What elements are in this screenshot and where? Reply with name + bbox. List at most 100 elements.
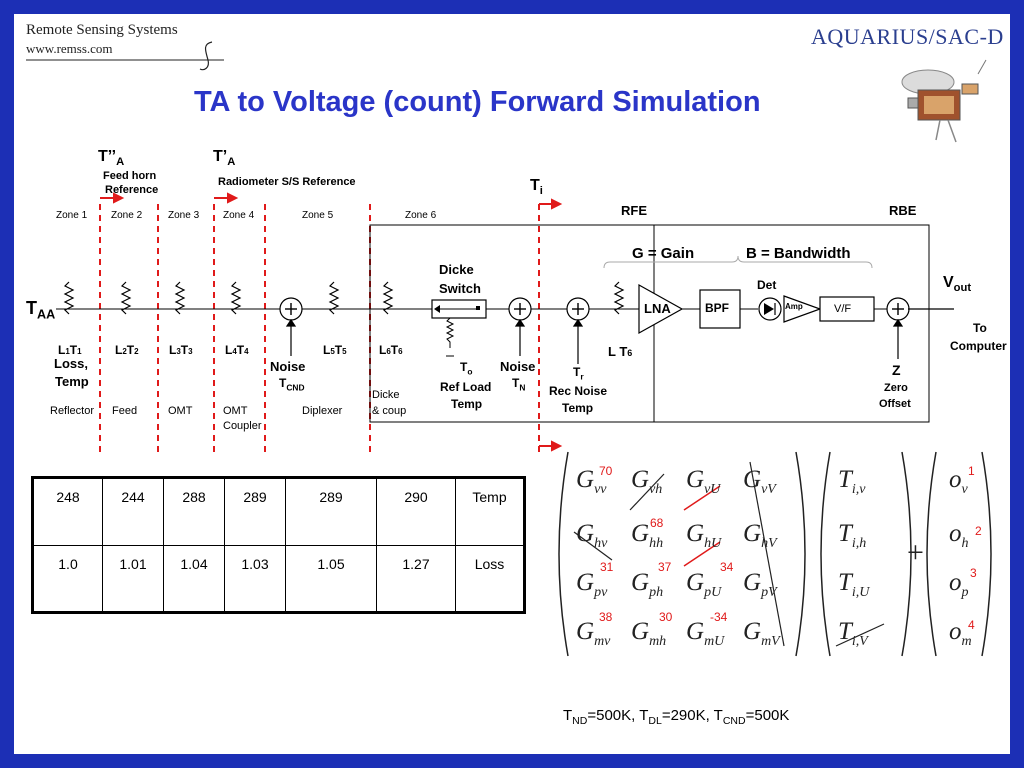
zone-6-label: Zone 6 — [405, 210, 437, 221]
ta2-label: T’’ — [98, 148, 117, 165]
red-index: 2 — [975, 524, 982, 538]
red-value: 34 — [720, 560, 734, 574]
to-sub: o — [467, 366, 473, 377]
to-computer-label2: Computer — [950, 339, 1007, 353]
gain-label: G = Gain — [632, 245, 695, 262]
bandwidth-label: B = Bandwidth — [746, 245, 851, 262]
matrix-g-mu: GmU — [686, 618, 725, 649]
ti-sub: i — [539, 185, 543, 198]
red-value: 37 — [658, 560, 672, 574]
amp-label: Amp — [785, 302, 803, 311]
table-row: 1.0 1.01 1.04 1.03 1.05 1.27 Loss — [32, 544, 525, 613]
brand-logo: AQUARIUS/SAC-D — [811, 24, 1004, 49]
loss-temp-label: Loss, — [54, 356, 88, 371]
tn-label: T — [512, 376, 520, 390]
red-value: 68 — [650, 516, 664, 530]
lt3-label: L3T3 — [169, 343, 193, 357]
matrix-t-u: Ti,U — [838, 569, 870, 600]
company-name: Remote Sensing Systems — [26, 22, 178, 38]
vout-label: V — [943, 274, 954, 291]
table-cell: 1.0 — [32, 544, 103, 613]
slide: Remote Sensing Systems www.remss.com AQU… — [14, 14, 1010, 754]
red-value: -34 — [710, 610, 728, 624]
matrix-g-mv2: GmV — [743, 618, 780, 649]
loss-temp-label2: Temp — [55, 374, 89, 389]
table-cell: 288 — [163, 477, 225, 546]
feed-ref-label: Feed horn — [103, 170, 157, 182]
matrix-g-pu: GpU — [686, 569, 722, 600]
rec-noise-label2: Temp — [562, 401, 594, 415]
table-cell: Temp — [455, 477, 525, 546]
to-label: T — [460, 360, 468, 374]
table-cell: 1.04 — [163, 544, 225, 613]
table-cell: 244 — [102, 477, 164, 546]
zone-3-label: Zone 3 — [168, 210, 200, 221]
matrix-t-vv: Ti,V — [838, 618, 868, 649]
feed-label: Feed — [112, 405, 138, 417]
tn-sub: N — [519, 382, 526, 393]
omt-coupler-label: OMT — [223, 405, 248, 417]
diplexer-label: Diplexer — [302, 405, 343, 417]
tcnd-label: T — [279, 376, 287, 390]
red-value: 38 — [599, 610, 613, 624]
loss-resistors — [63, 281, 625, 315]
red-value: 30 — [659, 610, 673, 624]
noise-temps-footnote: TND=500K, TDL=290K, TCND=500K — [563, 707, 790, 727]
lna-label: LNA — [644, 301, 671, 316]
ta1-sub: A — [227, 156, 236, 169]
lt6-label: L6T6 — [379, 343, 403, 357]
red-index: 3 — [970, 566, 977, 580]
temp-loss-table: 248 244 288 289 289 290 Temp 1.0 1.01 1.… — [31, 476, 526, 614]
company-url: www.remss.com — [26, 41, 113, 56]
noise-tn-label: Noise — [500, 359, 536, 374]
zero-offset-label2: Offset — [879, 398, 911, 410]
matrix-t-v: Ti,v — [838, 466, 866, 497]
vf-label: V/F — [834, 303, 852, 315]
matrix-g-mv: Gmv — [576, 618, 611, 649]
matrix-g-ph: Gph — [631, 569, 664, 600]
tr-sub: r — [580, 371, 584, 382]
matrix-t-h: Ti,h — [838, 520, 867, 551]
zero-offset-label: Zero — [884, 382, 908, 394]
ref-load-label2: Temp — [451, 397, 483, 411]
reflector-label: Reflector — [50, 405, 95, 417]
zone-1-label: Zone 1 — [56, 210, 88, 221]
table-cell: 289 — [224, 477, 286, 546]
table-cell: 1.05 — [285, 544, 377, 613]
table-cell: 1.03 — [224, 544, 286, 613]
zone6-box — [369, 224, 930, 423]
matrix-g-hv: Ghv — [576, 520, 608, 551]
vf-box — [819, 296, 875, 322]
matrix-g-hh: Ghh — [631, 520, 664, 551]
bpf-box — [699, 289, 741, 329]
table-cell: 1.27 — [376, 544, 456, 613]
red-value: 70 — [599, 464, 613, 478]
zone-5-label: Zone 5 — [302, 210, 334, 221]
rbe-label: RBE — [889, 203, 917, 218]
dicke-switch-label: Dicke — [439, 262, 474, 277]
matrix-o-h: oh — [949, 520, 969, 551]
taa-sub: AA — [37, 307, 56, 322]
lt2-label: L2T2 — [115, 343, 139, 357]
reference-arrows — [100, 192, 563, 452]
dicke-coupler-label2: & coup — [372, 405, 407, 417]
matrix-g-hu: GhU — [686, 520, 722, 551]
bpf-label: BPF — [705, 301, 729, 315]
dicke-coupler-label: Dicke — [372, 389, 400, 401]
matrix-g-pv: Gpv — [576, 569, 608, 600]
table-cell: 1.01 — [102, 544, 164, 613]
lt4-label: L4T4 — [225, 343, 249, 357]
table-cell: 290 — [376, 477, 456, 546]
matrix-o-m: om — [949, 618, 972, 649]
lna-amplifier — [638, 283, 684, 335]
omt-coupler-label2: Coupler — [223, 420, 262, 432]
red-index: 4 — [968, 618, 975, 632]
matrix-g-vu: GvU — [686, 466, 721, 497]
matrix-g-vv2: GvV — [743, 466, 776, 497]
table-cell: 289 — [285, 477, 377, 546]
taa-label: T — [26, 298, 37, 318]
ti-label: T — [530, 177, 540, 194]
matrix-g-vv: Gvv — [576, 466, 607, 497]
table-cell: 248 — [32, 477, 103, 546]
lt5-label: L5T5 — [323, 343, 347, 357]
